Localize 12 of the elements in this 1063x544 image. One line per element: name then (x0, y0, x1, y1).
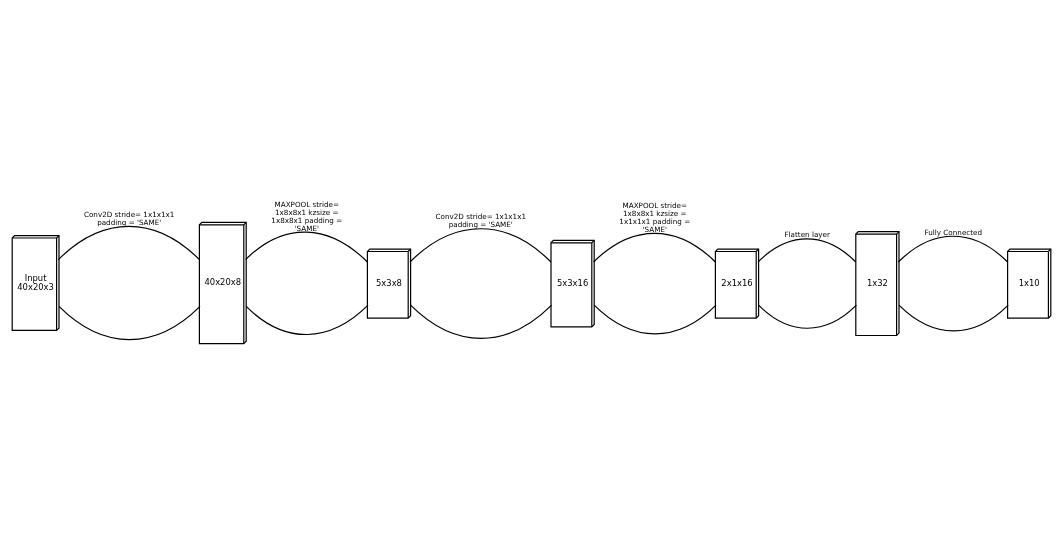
connector (245, 304, 369, 335)
connector (58, 305, 201, 340)
connector (758, 304, 857, 329)
connector (593, 232, 716, 263)
connector (409, 227, 552, 263)
connector (410, 304, 553, 339)
connector (245, 231, 368, 263)
connector (897, 235, 1009, 263)
connector (898, 304, 1009, 332)
connector (593, 304, 717, 334)
connector (57, 225, 200, 260)
connector (757, 237, 857, 263)
